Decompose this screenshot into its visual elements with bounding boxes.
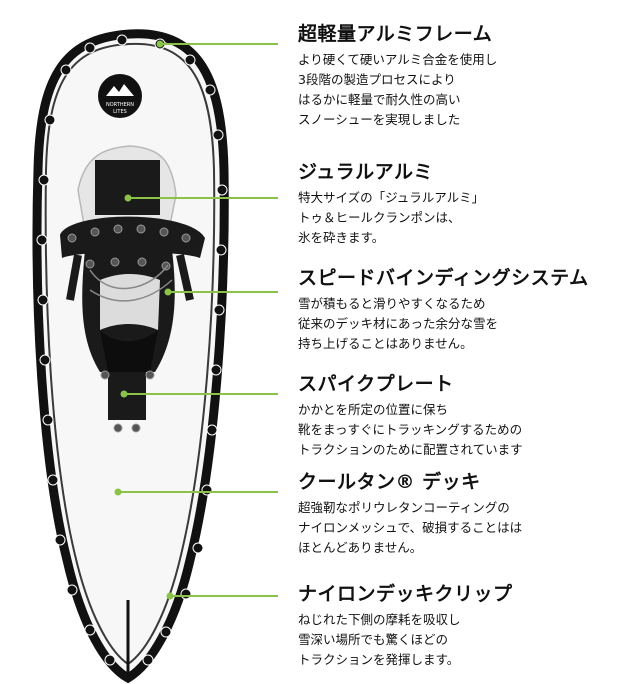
desc-line: ナイロンメッシュで、破損することはは <box>298 520 523 535</box>
binding-cord <box>89 264 173 302</box>
logo-line-1: NORTHERN <box>106 102 134 108</box>
desc-line: 雪深い場所でも驚くほどの <box>298 632 449 647</box>
desc-line: ねじれた下側の摩耗を吸収し <box>298 612 461 627</box>
logo-line-2: LITES <box>113 109 127 115</box>
feature-title: スピードバインディングシステム <box>298 267 589 289</box>
desc-line: かかとを所定の位置に保ち <box>298 402 449 417</box>
feature-description: より硬くて硬いアルミ合金を使用し 3段階の製造プロセスにより はるかに軽量で耐久… <box>298 50 623 130</box>
crampon-studs <box>67 224 191 433</box>
binding <box>60 160 205 420</box>
desc-line: 特大サイズの「ジュラルアルミ」 <box>298 190 485 205</box>
callout-lines <box>118 43 278 597</box>
desc-line: トラクションのために配置されています <box>298 442 523 457</box>
desc-line: より硬くて硬いアルミ合金を使用し <box>298 52 498 67</box>
desc-line: トラクションを発揮します。 <box>298 652 460 667</box>
desc-line: 持ち上げることはありません。 <box>298 336 473 351</box>
feature-title: クールタン® デッキ <box>298 471 481 493</box>
feature-title: ナイロンデッキクリップ <box>298 583 513 605</box>
feature-deck-clip: ナイロンデッキクリップ ねじれた下側の摩耗を吸収し 雪深い場所でも驚くほどの ト… <box>298 582 623 670</box>
callout-dots <box>114 40 174 600</box>
desc-line: トゥ＆ヒールクランポンは、 <box>298 210 461 225</box>
feature-frame: 超軽量アルミフレーム より硬くて硬いアルミ合金を使用し 3段階の製造プロセスによ… <box>298 22 623 130</box>
desc-line: はるかに軽量で耐久性の高い <box>298 92 461 107</box>
desc-line: 靴をまっすぐにトラッキングするための <box>298 422 523 437</box>
feature-description: 特大サイズの「ジュラルアルミ」 トゥ＆ヒールクランポンは、 氷を砕きます。 <box>298 188 623 248</box>
feature-spike-plate: スパイクプレート かかとを所定の位置に保ち 靴をまっすぐにトラッキングするための… <box>298 372 623 460</box>
feature-title: ジュラルアルミ <box>298 161 433 183</box>
feature-duralumin: ジュラルアルミ 特大サイズの「ジュラルアルミ」 トゥ＆ヒールクランポンは、 氷を… <box>298 160 623 248</box>
desc-line: 雪が積もると滑りやすくなるため <box>298 296 486 311</box>
deck-clips <box>36 34 228 666</box>
desc-line: 従来のデッキ材にあった余分な雪を <box>298 316 499 331</box>
desc-line: スノーシューを実現しました <box>298 112 461 127</box>
feature-title: 超軽量アルミフレーム <box>298 23 493 45</box>
feature-description: かかとを所定の位置に保ち 靴をまっすぐにトラッキングするための トラクションのた… <box>298 400 623 460</box>
feature-deck: クールタン® デッキ 超強靭なポリウレタンコーティングの ナイロンメッシュで、破… <box>298 470 623 558</box>
desc-line: 氷を砕きます。 <box>298 230 385 245</box>
desc-line: 3段階の製造プロセスにより <box>298 72 456 87</box>
feature-description: 雪が積もると滑りやすくなるため 従来のデッキ材にあった余分な雪を 持ち上げること… <box>298 294 623 354</box>
desc-line: 超強靭なポリウレタンコーティングの <box>298 500 510 515</box>
desc-line: ほとんどありません。 <box>298 540 423 555</box>
feature-description: ねじれた下側の摩耗を吸収し 雪深い場所でも驚くほどの トラクションを発揮します。 <box>298 610 623 670</box>
mountain-icon <box>106 84 134 96</box>
feature-description: 超強靭なポリウレタンコーティングの ナイロンメッシュで、破損することはは ほとん… <box>298 498 623 558</box>
feature-title: スパイクプレート <box>298 373 454 395</box>
feature-binding-system: スピードバインディングシステム 雪が積もると滑りやすくなるため 従来のデッキ材に… <box>298 266 623 354</box>
